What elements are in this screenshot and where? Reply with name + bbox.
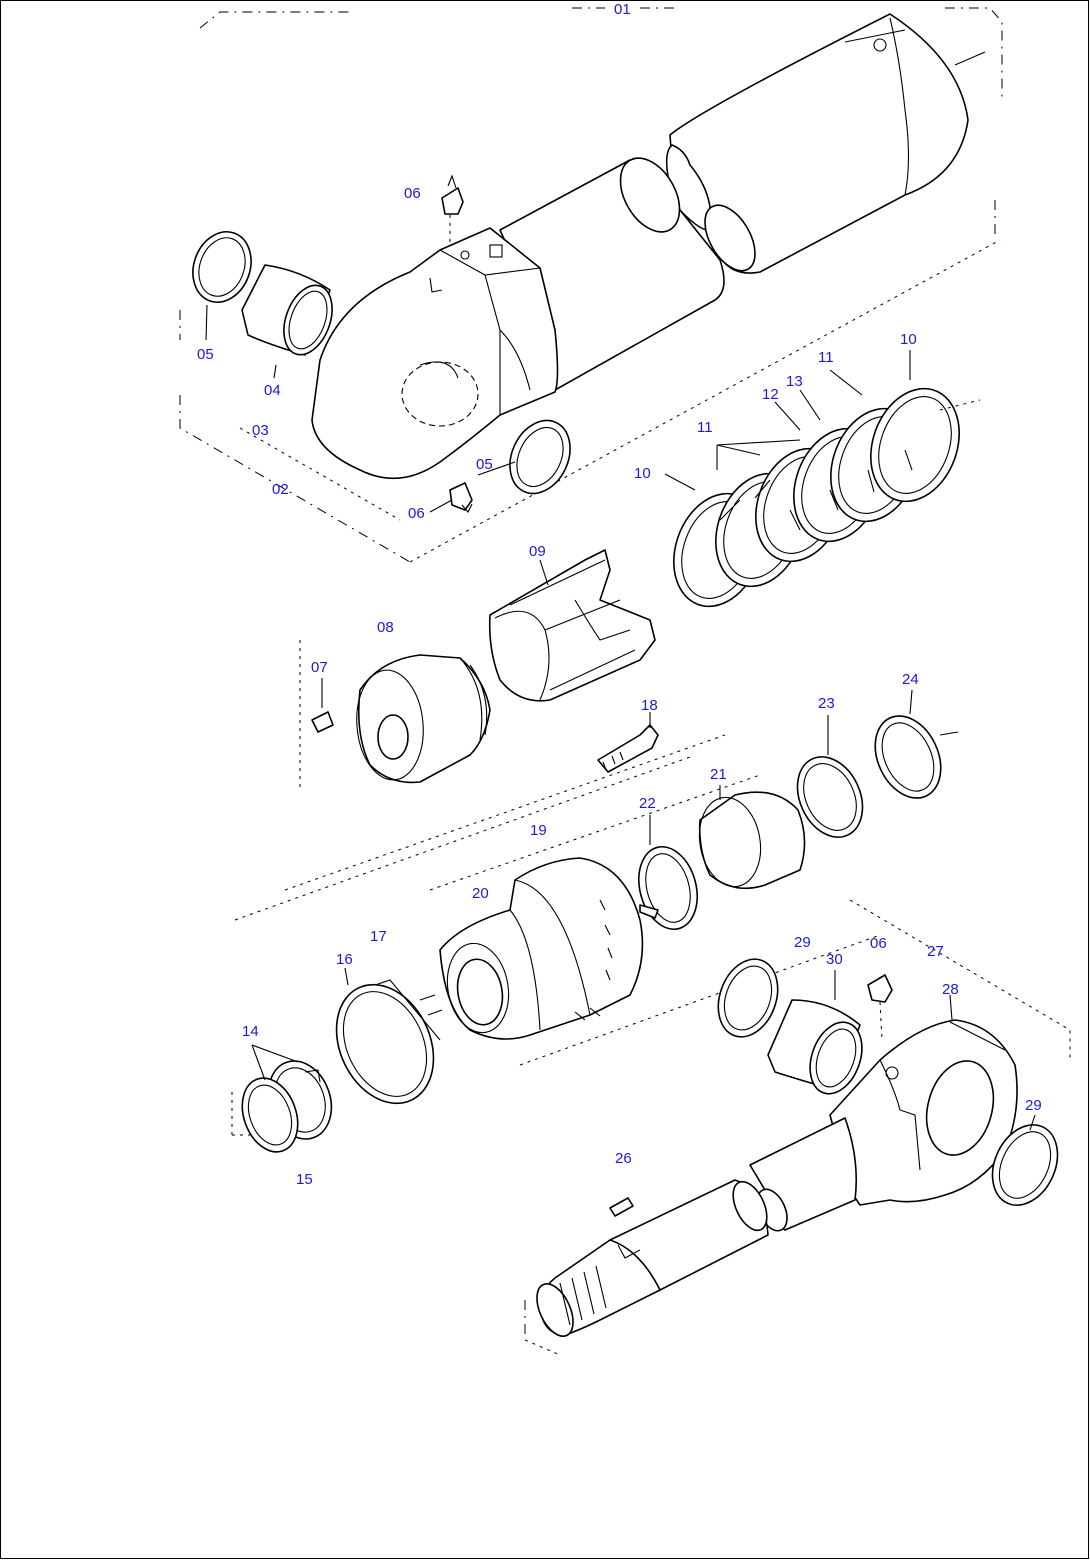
callout-23: 23: [818, 695, 835, 712]
seal-ring-23: [796, 756, 864, 838]
callout-01: 01: [614, 1, 631, 18]
grease-fitting-06-rod: [867, 974, 893, 1041]
snap-ring-22: [638, 845, 698, 931]
callout-05-left: 05: [197, 346, 214, 363]
callout-06-rod: 06: [870, 935, 887, 952]
group-19-outline: [231, 640, 881, 1136]
callout-29-right: 29: [1025, 1097, 1042, 1114]
callout-11-lower: 11: [697, 419, 713, 436]
callout-28: 28: [942, 981, 959, 998]
callout-04: 04: [264, 382, 281, 399]
grease-fitting-06-lower: [449, 482, 473, 513]
callout-16: 16: [336, 951, 353, 968]
callout-09: 09: [529, 543, 546, 560]
callout-11-top: 11: [818, 349, 834, 366]
callout-06-lower: 06: [408, 505, 425, 522]
callout-20: 20: [472, 885, 489, 902]
callout-26: 26: [615, 1150, 632, 1167]
grease-fitting-06-top: [441, 174, 464, 245]
group-02-outline: [179, 310, 411, 563]
dust-seal-16-17: [335, 979, 443, 1105]
callout-07: 07: [311, 659, 328, 676]
callout-02: 02: [272, 481, 289, 498]
seal-ring-29-left: [717, 958, 779, 1038]
callout-06-top: 06: [404, 185, 421, 202]
callout-22: 22: [639, 795, 656, 812]
callout-27: 27: [927, 943, 944, 960]
callout-13: 13: [786, 373, 803, 390]
wear-rings-14-15: [241, 1060, 333, 1153]
callout-12: 12: [762, 386, 779, 403]
callout-labels: 01 02 03 04 05 05 06 06 06 07 08 09 10 1…: [197, 1, 1042, 1188]
seal-ring-29-right: [991, 1124, 1059, 1206]
screw-07: [311, 711, 334, 733]
bushing-21: [698, 791, 806, 890]
callout-19: 19: [530, 822, 547, 839]
callout-30: 30: [826, 951, 843, 968]
piston-08: [356, 654, 491, 784]
callout-10-lower: 10: [634, 465, 651, 482]
seal-ring-05-left: [192, 231, 252, 303]
callout-14: 14: [242, 1023, 259, 1040]
holder-09: [488, 549, 656, 702]
callout-17: 17: [370, 928, 387, 945]
callout-08: 08: [377, 619, 394, 636]
piston-rod: [536, 1117, 857, 1337]
bushing-04: [241, 264, 333, 356]
seal-ring-24: [874, 715, 959, 799]
bushing-30: [767, 999, 863, 1095]
piston-rod-eye-28: [829, 1019, 1018, 1206]
cylinder-head-20: [439, 857, 644, 1040]
bolt-18: [597, 724, 659, 773]
callout-24: 24: [902, 671, 919, 688]
callout-15: 15: [296, 1171, 313, 1188]
callout-03: 03: [252, 422, 269, 439]
callout-21: 21: [710, 766, 727, 783]
cylinder-tube: [311, 13, 986, 480]
callout-18: 18: [641, 697, 658, 714]
leader-lines: [205, 304, 1036, 1131]
key-26: [609, 1197, 634, 1217]
seal-ring-05-right: [509, 419, 571, 495]
group-27-outline: [524, 899, 1071, 1356]
callout-10-top: 10: [900, 331, 917, 348]
callout-05-right: 05: [476, 456, 493, 473]
seal-stack-10-13: [673, 387, 981, 608]
callout-29-left: 29: [794, 934, 811, 951]
group-01-outline: [199, 7, 1003, 563]
